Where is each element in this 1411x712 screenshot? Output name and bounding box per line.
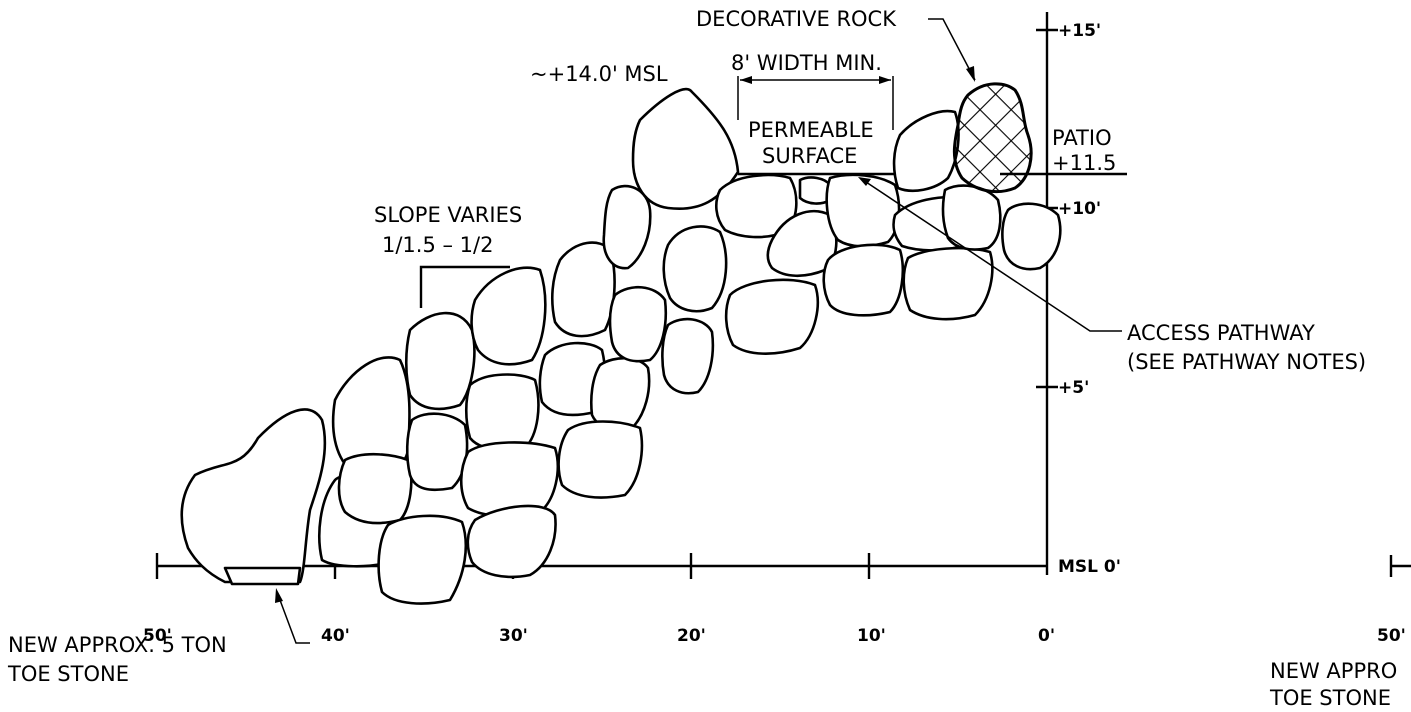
msl-top-label: ~+14.0' MSL xyxy=(530,62,668,86)
width-arrow-left xyxy=(740,76,752,84)
x-label-0: 0' xyxy=(1038,626,1055,646)
stone-g xyxy=(470,266,547,366)
access-pathway-arrow xyxy=(858,177,871,186)
stone-c xyxy=(337,452,413,525)
stone-k xyxy=(550,241,616,338)
elev-label-10: +10' xyxy=(1058,199,1101,219)
stone-j xyxy=(466,504,557,579)
toe-stone-leader xyxy=(276,591,310,644)
toe-stone-large xyxy=(180,408,327,584)
stone-ac xyxy=(941,184,1002,251)
elev-label-msl0: MSL 0' xyxy=(1058,557,1121,577)
stone-d xyxy=(404,311,476,411)
elev-label-5: +5' xyxy=(1058,378,1089,398)
stone-x xyxy=(825,173,901,248)
toe-stone-right-label-2: TOE STONE xyxy=(1269,686,1391,710)
stone-n xyxy=(557,420,644,499)
access-pathway-label-1: ACCESS PATHWAY xyxy=(1127,321,1315,345)
toe-stone-label-1: NEW APPROX. 5 TON xyxy=(8,633,227,657)
decorative-rock-label: DECORATIVE ROCK xyxy=(696,7,897,31)
access-pathway-leader xyxy=(859,177,1122,332)
x-label-50: 50' xyxy=(143,626,172,646)
decorative-rock-arrow xyxy=(966,66,975,82)
toe-stone-right-label-1: NEW APPRO xyxy=(1270,659,1397,683)
x-label-30: 30' xyxy=(499,626,528,646)
stone-h xyxy=(464,373,540,452)
stone-y xyxy=(822,243,905,317)
slope-label-1: SLOPE VARIES xyxy=(374,203,522,227)
x-label-40: 40' xyxy=(321,626,350,646)
armor-stones xyxy=(180,82,1062,605)
width-arrow-right xyxy=(879,76,891,84)
permeable-label-2: SURFACE xyxy=(762,144,857,168)
decorative-rock xyxy=(952,82,1033,194)
x-label-right-50: 50' xyxy=(1377,626,1406,646)
toe-stone-arrow xyxy=(275,588,283,603)
width-dimension xyxy=(737,76,894,130)
stone-e xyxy=(405,412,469,492)
stone-r xyxy=(631,87,740,211)
stone-z xyxy=(892,109,960,192)
stone-f xyxy=(377,514,468,605)
stone-s xyxy=(662,225,728,313)
stone-ad xyxy=(1001,202,1062,271)
x-label-20: 20' xyxy=(677,626,706,646)
slope-bracket xyxy=(419,265,510,308)
permeable-label-1: PERMEABLE xyxy=(748,118,874,142)
toe-stone-label-2: TOE STONE xyxy=(7,662,129,686)
x-label-10: 10' xyxy=(857,626,886,646)
stone-m xyxy=(589,356,651,431)
access-pathway-label-2: (SEE PATHWAY NOTES) xyxy=(1127,350,1366,374)
stone-i xyxy=(459,441,559,518)
patio-label-2: +11.5 xyxy=(1052,151,1116,175)
stone-o xyxy=(602,184,652,270)
patio-label-1: PATIO xyxy=(1052,126,1112,150)
decorative-rock-leader xyxy=(928,18,976,81)
stone-q xyxy=(661,317,715,395)
elev-label-15: +15' xyxy=(1058,21,1101,41)
toe-stone-base xyxy=(223,566,302,586)
stone-u xyxy=(724,278,819,355)
stone-ab xyxy=(902,246,994,321)
width-min-label: 8' WIDTH MIN. xyxy=(731,51,882,75)
stone-p xyxy=(608,286,667,363)
slope-label-2: 1/1.5 – 1/2 xyxy=(382,233,493,257)
